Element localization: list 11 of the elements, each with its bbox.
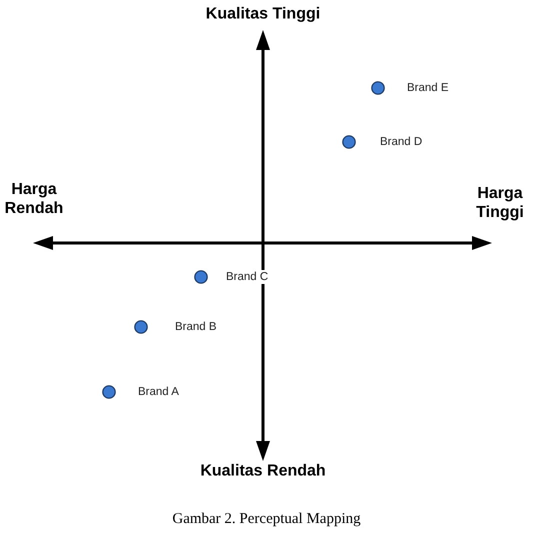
dot-icon (371, 81, 385, 95)
dot-icon (194, 270, 208, 284)
axis-label: Harga Rendah (4, 180, 64, 218)
dot-icon (134, 320, 148, 334)
axis-label: Kualitas Tinggi (206, 4, 320, 24)
axis-label: Kualitas Rendah (200, 462, 326, 480)
axis-label: Harga Tinggi (475, 184, 525, 222)
figure-caption: Gambar 2. Perceptual Mapping (171, 510, 362, 528)
point-label: Brand C (225, 270, 270, 284)
dot-icon (342, 135, 356, 149)
dot-icon (102, 385, 116, 399)
